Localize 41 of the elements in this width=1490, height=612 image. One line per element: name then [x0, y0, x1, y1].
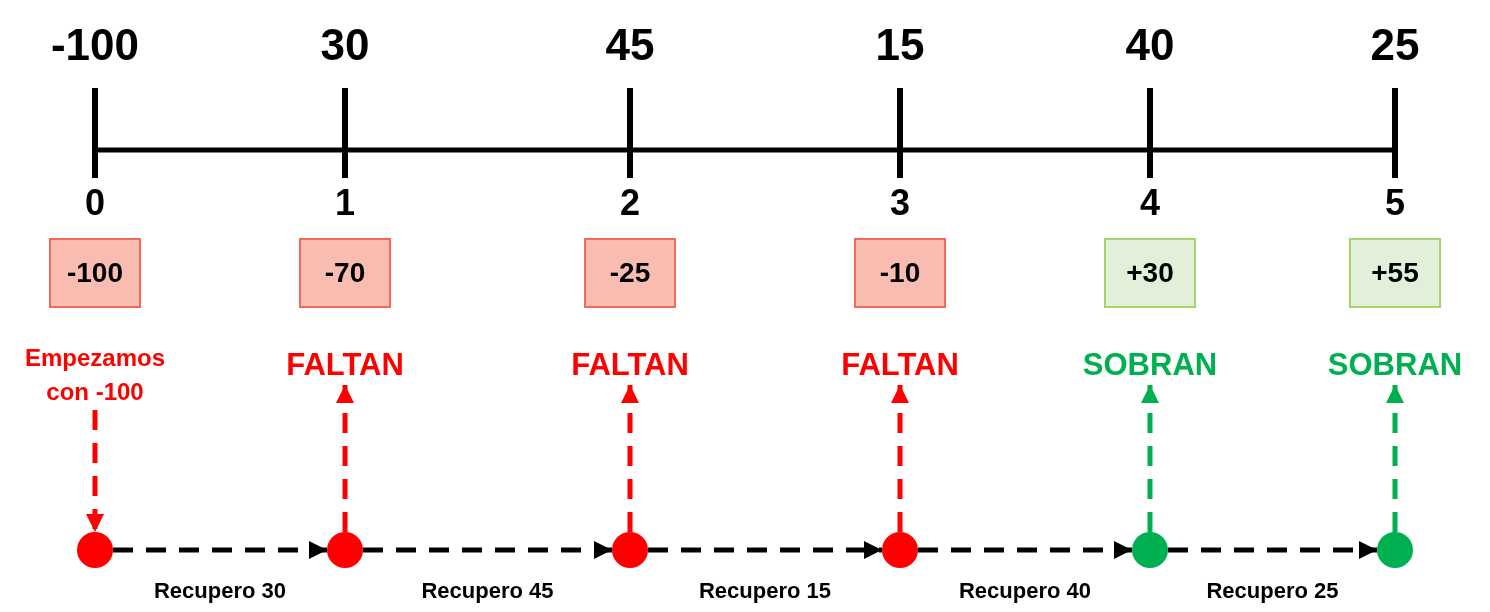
cash-flow-value: 30	[319, 20, 371, 70]
period-number: 5	[1384, 182, 1406, 224]
period-dot	[77, 532, 113, 568]
dashed-arrow	[113, 541, 327, 559]
status-label: FALTAN	[265, 345, 425, 385]
dashed-arrow	[336, 385, 354, 532]
period-dot	[1132, 532, 1168, 568]
cash-flow-value: -100	[49, 20, 141, 70]
period-dot	[882, 532, 918, 568]
dashed-arrow	[621, 385, 639, 532]
dashed-arrow	[363, 541, 612, 559]
cash-flow-value: 25	[1369, 20, 1421, 70]
balance-box: -100	[49, 238, 141, 308]
balance-box: +30	[1104, 238, 1196, 308]
dashed-arrow	[1168, 541, 1377, 559]
dashed-arrow	[1141, 385, 1159, 532]
status-label: SOBRAN	[1070, 345, 1230, 385]
period-number: 2	[619, 182, 641, 224]
cash-flow-value: 15	[874, 20, 926, 70]
dashed-arrow	[648, 541, 882, 559]
dashed-arrow	[1386, 385, 1404, 532]
balance-box: -10	[854, 238, 946, 308]
dashed-arrow	[918, 541, 1132, 559]
status-label: Empezamos con -100	[15, 340, 175, 410]
balance-box: -25	[584, 238, 676, 308]
balance-box: +55	[1349, 238, 1441, 308]
dashed-arrow	[86, 410, 104, 532]
period-number: 1	[334, 182, 356, 224]
dashed-arrow	[891, 385, 909, 532]
period-dot	[327, 532, 363, 568]
period-number: 3	[889, 182, 911, 224]
balance-box: -70	[299, 238, 391, 308]
period-dot	[612, 532, 648, 568]
period-number: 4	[1139, 182, 1161, 224]
period-number: 0	[84, 182, 106, 224]
status-label: FALTAN	[550, 345, 710, 385]
cash-flow-value: 45	[604, 20, 656, 70]
cash-flow-value: 40	[1124, 20, 1176, 70]
status-label: SOBRAN	[1315, 345, 1475, 385]
period-dot	[1377, 532, 1413, 568]
status-label: FALTAN	[820, 345, 980, 385]
